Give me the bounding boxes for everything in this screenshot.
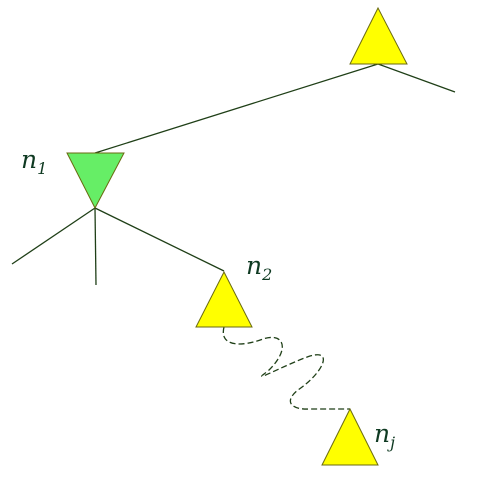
node-n1-label: n1	[21, 145, 47, 178]
node-n1-triangle	[66, 152, 125, 210]
node-n2-label: n2	[246, 251, 272, 284]
node-nj-triangle	[321, 407, 379, 466]
n1-left-branch	[11, 207, 96, 265]
node-nj-label: nj	[374, 419, 395, 452]
edge-n2-nj-path	[222, 326, 350, 410]
root-node-triangle	[349, 6, 408, 65]
n1-middle-branch	[94, 207, 97, 286]
root-right-branch	[377, 63, 456, 93]
node-n2-triangle	[195, 270, 253, 328]
edge-root-n1	[94, 63, 379, 154]
edge-n1-n2	[94, 207, 225, 272]
